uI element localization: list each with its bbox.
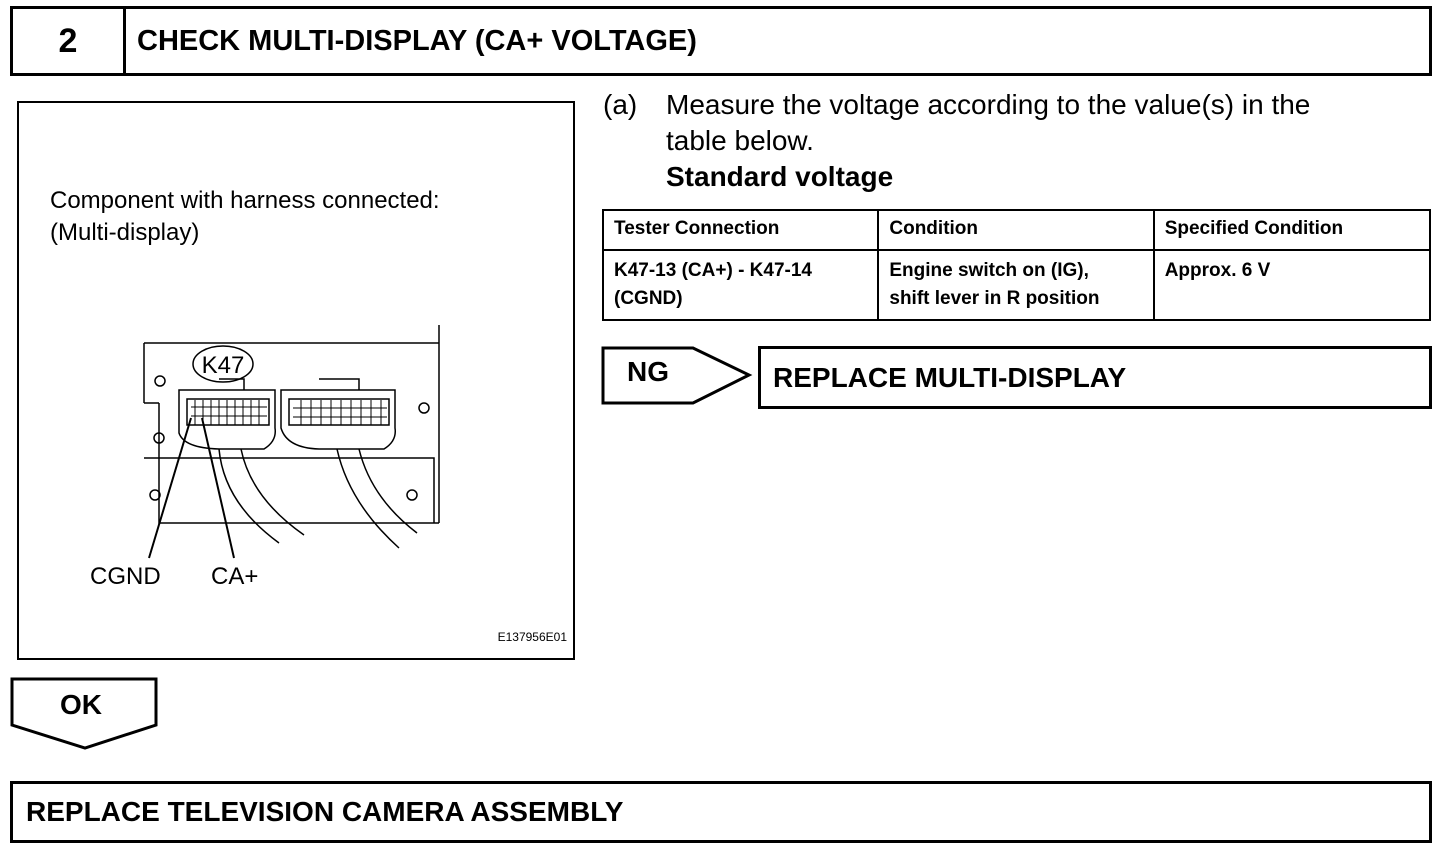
multi-display-connector-drawing: K47 bbox=[143, 325, 440, 559]
step-header: 2 CHECK MULTI-DISPLAY (CA+ VOLTAGE) bbox=[10, 6, 1432, 76]
instruction-line-1: Measure the voltage according to the val… bbox=[666, 89, 1311, 120]
illustration-caption-line-2: (Multi-display) bbox=[50, 219, 200, 246]
ok-result-box: REPLACE TELEVISION CAMERA ASSEMBLY bbox=[10, 781, 1432, 843]
ng-arrow-icon bbox=[601, 346, 753, 405]
figure-id: E137956E01 bbox=[497, 630, 567, 644]
standard-voltage-table: Tester Connection Condition Specified Co… bbox=[601, 209, 1432, 321]
ng-result-box: REPLACE MULTI-DISPLAY bbox=[758, 346, 1432, 409]
ng-label: NG bbox=[627, 356, 669, 387]
illustration-caption-line-1: Component with harness connected: bbox=[50, 187, 440, 214]
table-header-cell: Condition bbox=[877, 209, 1155, 251]
step-number: 2 bbox=[13, 9, 126, 73]
instruction-line-2: table below. bbox=[666, 125, 814, 156]
ok-arrow-icon bbox=[10, 677, 158, 750]
pin-label-caplus: CA+ bbox=[211, 563, 259, 590]
table-cell-tester-connection: K47-13 (CA+) - K47-14 (CGND) bbox=[601, 249, 880, 321]
substep-letter: (a) bbox=[603, 89, 638, 120]
condition-line-1: Engine switch on (IG), bbox=[889, 260, 1089, 281]
connector-illustration: K47 Component with harness connected: (M… bbox=[17, 101, 575, 660]
condition-line-2: shift lever in R position bbox=[889, 288, 1100, 309]
table-cell-specified-condition: Approx. 6 V bbox=[1152, 249, 1432, 321]
ok-label: OK bbox=[60, 689, 102, 720]
tester-connection-line-2: (CGND) bbox=[614, 288, 683, 309]
table-header-row: Tester Connection Condition Specified Co… bbox=[601, 209, 1432, 251]
step-title: CHECK MULTI-DISPLAY (CA+ VOLTAGE) bbox=[137, 24, 697, 57]
table-cell-condition: Engine switch on (IG), shift lever in R … bbox=[877, 249, 1155, 321]
tester-connection-line-1: K47-13 (CA+) - K47-14 bbox=[614, 260, 812, 281]
table-row: K47-13 (CA+) - K47-14 (CGND) Engine swit… bbox=[601, 249, 1432, 321]
table-header-cell: Specified Condition bbox=[1152, 209, 1432, 251]
ng-result-text: REPLACE MULTI-DISPLAY bbox=[773, 361, 1127, 393]
connector-label: K47 bbox=[202, 352, 245, 379]
table-header-cell: Tester Connection bbox=[601, 209, 880, 251]
ok-result-text: REPLACE TELEVISION CAMERA ASSEMBLY bbox=[26, 796, 624, 827]
pin-label-cgnd: CGND bbox=[90, 563, 161, 590]
standard-voltage-heading: Standard voltage bbox=[666, 161, 894, 192]
